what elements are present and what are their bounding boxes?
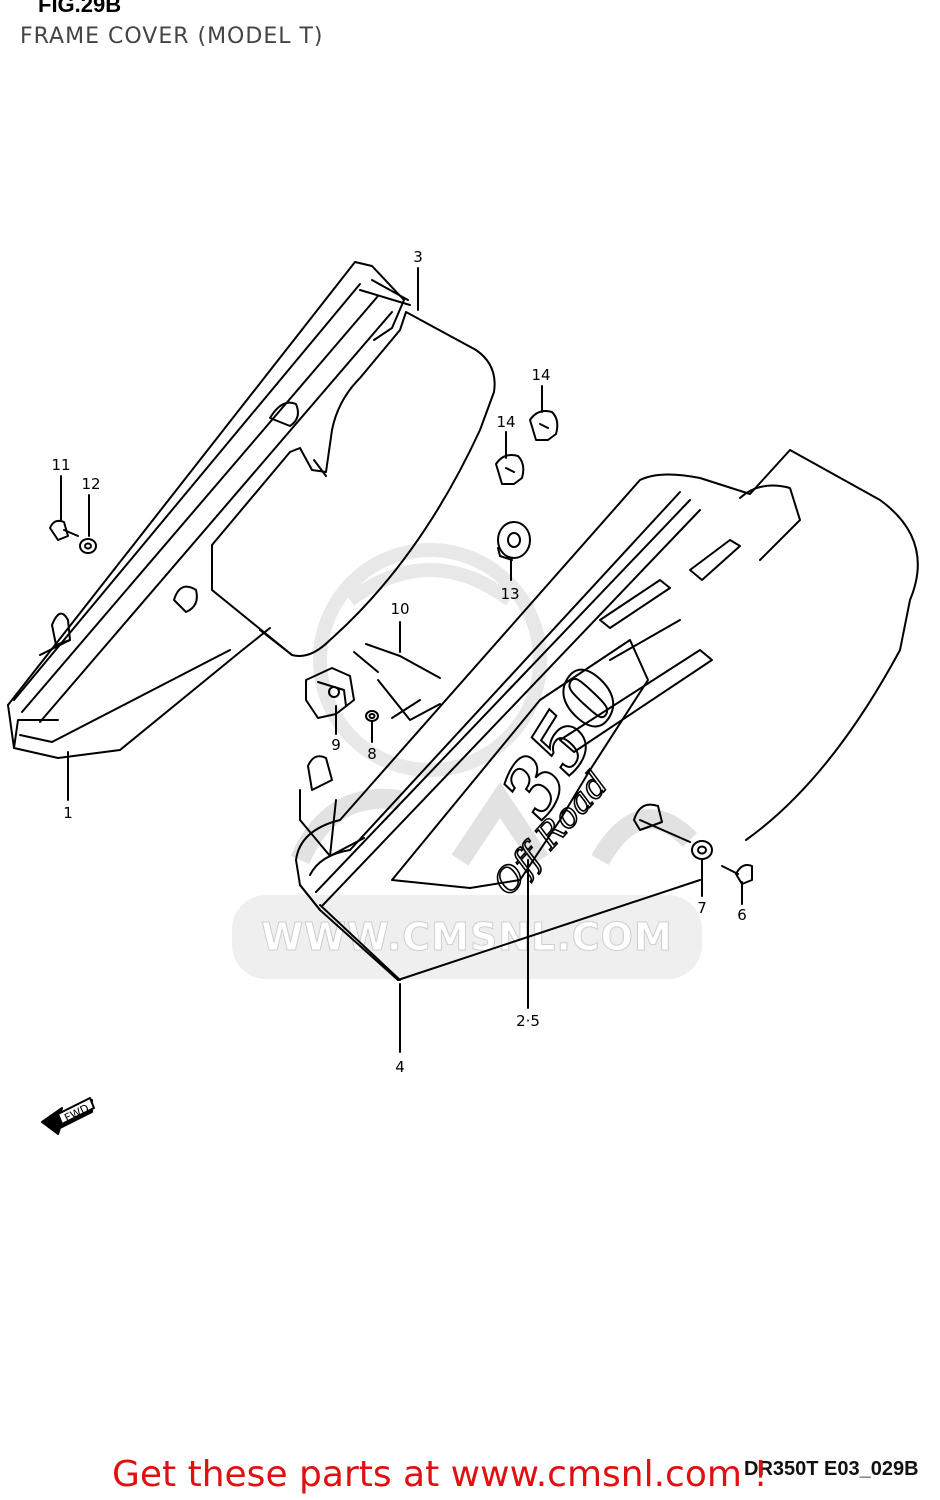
callout-2-5: 2·5	[516, 1012, 540, 1030]
part-6-screw	[721, 864, 753, 885]
callout-7: 7	[697, 899, 707, 917]
part-8-washer	[365, 710, 379, 722]
fwd-label: FWD	[62, 1102, 91, 1125]
callout-14-lower: 14	[496, 413, 515, 431]
part-14-grommet-lower	[495, 454, 525, 485]
part-4-right-frame-cover	[295, 449, 919, 981]
part-2-5-decal	[391, 639, 649, 889]
part-3-side-panel	[173, 311, 496, 657]
watermark-url: WWW.CMSNL.COM	[232, 895, 702, 979]
callout-9: 9	[331, 736, 341, 754]
callout-8: 8	[367, 745, 377, 763]
part-13-grommet	[497, 521, 531, 561]
callout-14-upper: 14	[531, 366, 550, 384]
part-7-washer	[691, 840, 713, 860]
part-1-left-frame-cover	[7, 261, 411, 759]
part-14-grommet-upper	[529, 410, 559, 441]
callout-12: 12	[81, 475, 100, 493]
figure-title: FRAME COVER (MODEL T)	[20, 24, 324, 49]
fwd-arrow-shape	[41, 1097, 95, 1135]
part-11-screw	[49, 519, 79, 541]
callout-10: 10	[390, 600, 409, 618]
get-parts-link[interactable]: Get these parts at www.cmsnl.com !	[112, 1454, 768, 1495]
leader-lines	[60, 267, 743, 1053]
callout-1: 1	[63, 804, 73, 822]
callout-11: 11	[51, 456, 70, 474]
part-9-bracket	[305, 667, 355, 719]
callout-13: 13	[500, 585, 519, 603]
figure-number: FIG.29B	[38, 0, 122, 17]
part-12-washer	[79, 538, 97, 554]
callout-6: 6	[737, 906, 747, 924]
part-10-tie	[353, 643, 441, 721]
drawing-code: DR350T E03_029B	[744, 1458, 919, 1480]
callout-4: 4	[395, 1058, 405, 1076]
callout-3: 3	[413, 248, 423, 266]
